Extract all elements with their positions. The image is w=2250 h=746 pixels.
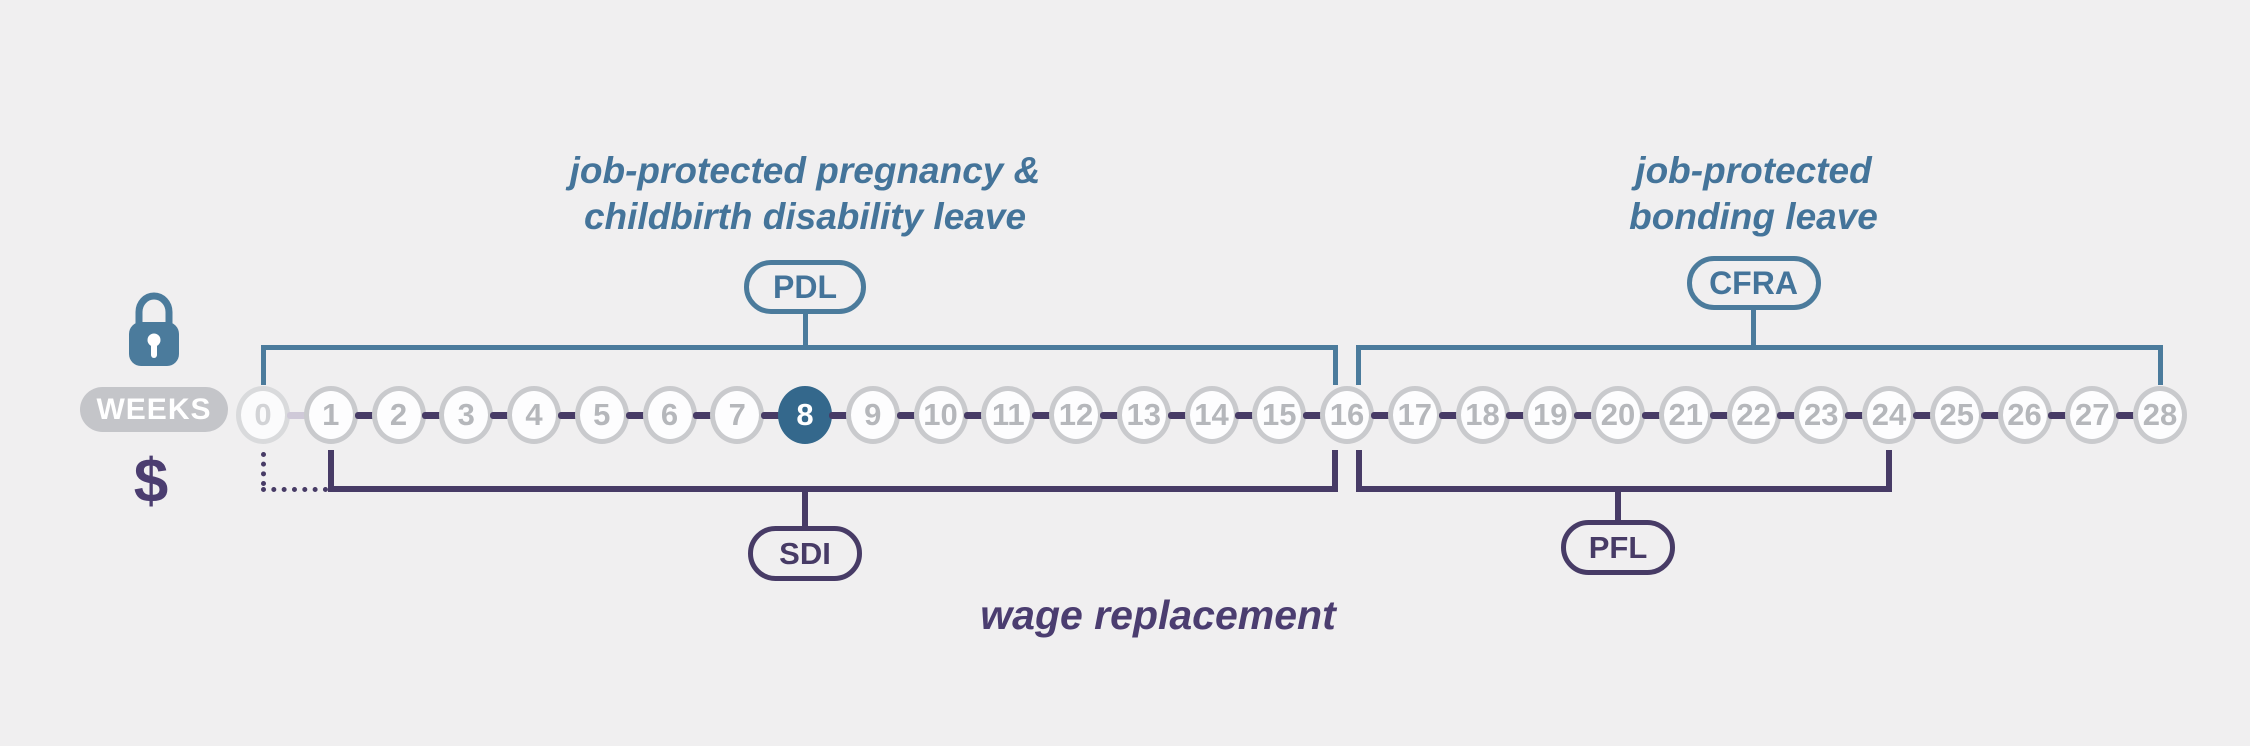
- pfl-badge: PFL: [1561, 520, 1675, 575]
- week-connector: [490, 411, 511, 419]
- week-connector: [1032, 411, 1053, 419]
- week-circle-24: 24: [1862, 386, 1916, 444]
- week-connector: [286, 411, 307, 419]
- week-connector: [2116, 411, 2137, 419]
- cfra-title-line1: job-protected: [1635, 150, 1872, 191]
- pdl-title-line1: job-protected pregnancy &: [569, 150, 1041, 191]
- week-circle-26: 26: [1997, 386, 2052, 444]
- week-circle-23: 23: [1794, 386, 1849, 444]
- sdi-bracket: [327, 450, 1338, 492]
- cfra-stem: [1751, 308, 1756, 346]
- week-circle-18: 18: [1455, 386, 1510, 444]
- week-circle-12: 12: [1049, 386, 1103, 444]
- week-circle-27: 27: [2065, 386, 2120, 444]
- week-circle-8: 8: [778, 386, 832, 444]
- week-circle-3: 3: [439, 386, 494, 444]
- week-connector: [557, 411, 578, 419]
- week-connector: [2048, 411, 2069, 419]
- week-connector: [964, 411, 985, 419]
- week-circle-11: 11: [981, 386, 1036, 444]
- week-connector: [1506, 411, 1527, 419]
- week-connector: [896, 411, 917, 419]
- week-connector: [1099, 411, 1120, 419]
- week-circle-1: 1: [303, 386, 358, 444]
- week-connector: [1980, 411, 2001, 419]
- week-connector: [1709, 411, 1730, 419]
- pfl-stem: [1615, 491, 1621, 522]
- week-connector: [1370, 411, 1391, 419]
- week-connector: [1303, 411, 1324, 419]
- wage-replacement-caption: wage replacement: [980, 592, 1336, 638]
- week-connector: [1641, 411, 1662, 419]
- week-circle-13: 13: [1116, 386, 1171, 444]
- pdl-stem: [802, 312, 808, 346]
- week-connector: [1235, 411, 1256, 419]
- week-circle-20: 20: [1591, 386, 1645, 444]
- cfra-bracket: [1356, 345, 2163, 385]
- pdl-badge: PDL: [744, 260, 866, 314]
- week-circle-5: 5: [574, 386, 629, 444]
- cfra-badge: CFRA: [1686, 256, 1821, 310]
- week-connector: [1438, 411, 1459, 419]
- pdl-title: job-protected pregnancy & childbirth dis…: [570, 148, 1041, 240]
- week-circle-22: 22: [1726, 386, 1781, 444]
- week-circle-7: 7: [710, 386, 765, 444]
- sdi-stem: [802, 491, 808, 528]
- week-circle-0: 0: [236, 386, 290, 444]
- pdl-title-line2: childbirth disability leave: [583, 196, 1027, 237]
- pfl-bracket: [1356, 450, 1892, 492]
- sdi-dotted-vertical: [260, 452, 266, 486]
- week-connector: [1912, 411, 1933, 419]
- week-circle-15: 15: [1252, 386, 1307, 444]
- week-circle-4: 4: [507, 386, 561, 444]
- dollar-symbol: $: [133, 447, 169, 516]
- week-connector: [693, 411, 714, 419]
- week-connector: [828, 411, 849, 419]
- cfra-title-line2: bonding leave: [1629, 196, 1878, 237]
- week-connector: [1777, 411, 1798, 419]
- cfra-title: job-protected bonding leave: [1629, 148, 1878, 240]
- week-circle-25: 25: [1929, 386, 1984, 444]
- weeks-axis-label: WEEKS: [80, 387, 228, 432]
- week-connector: [354, 411, 375, 419]
- lock-icon: [122, 288, 186, 373]
- sdi-dotted-horizontal: [260, 487, 329, 492]
- week-connector: [1845, 411, 1866, 419]
- week-circle-17: 17: [1387, 386, 1442, 444]
- week-circle-16: 16: [1320, 386, 1374, 444]
- week-circle-19: 19: [1523, 386, 1578, 444]
- week-connector: [1167, 411, 1188, 419]
- sdi-badge: SDI: [748, 526, 862, 581]
- week-connector: [1574, 411, 1595, 419]
- week-circle-6: 6: [642, 386, 697, 444]
- pdl-bracket: [260, 345, 1338, 385]
- week-circle-10: 10: [913, 386, 968, 444]
- week-circle-21: 21: [1658, 386, 1713, 444]
- week-connector: [625, 411, 646, 419]
- week-circle-14: 14: [1184, 386, 1239, 444]
- week-circle-28: 28: [2133, 386, 2187, 444]
- week-connector: [761, 411, 782, 419]
- week-connector: [422, 411, 443, 419]
- week-circle-9: 9: [845, 386, 900, 444]
- week-circle-2: 2: [371, 386, 426, 444]
